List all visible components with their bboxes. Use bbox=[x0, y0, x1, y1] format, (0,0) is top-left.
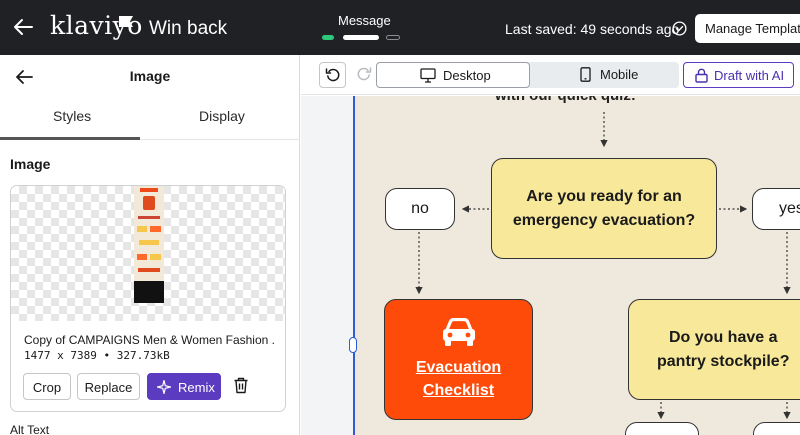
step-progress bbox=[322, 35, 402, 41]
email-image-block[interactable]: with our quick quiz: no Are you ready fo… bbox=[355, 96, 800, 435]
redo-icon[interactable] bbox=[356, 66, 372, 82]
remix-button[interactable]: Remix bbox=[147, 373, 221, 400]
tab-display[interactable]: Display bbox=[199, 108, 245, 124]
properties-sidebar: Image Styles Display Image Copy of CAMPA… bbox=[0, 55, 300, 435]
desktop-view-button[interactable]: Desktop bbox=[376, 62, 530, 88]
manage-template-button[interactable]: Manage Template bbox=[695, 14, 800, 43]
remix-label: Remix bbox=[178, 380, 215, 395]
view-toggle: Desktop Mobile bbox=[376, 62, 679, 88]
undo-icon bbox=[325, 68, 340, 82]
canvas-toolbar: Desktop Mobile Draft with AI bbox=[301, 55, 800, 95]
section-title-image: Image bbox=[10, 156, 51, 172]
mobile-label: Mobile bbox=[600, 67, 639, 82]
phone-icon bbox=[580, 67, 591, 82]
evacuation-checklist-link[interactable]: Evacuation Checklist bbox=[384, 299, 533, 420]
pantry-question-line1: Do you have a bbox=[669, 328, 778, 346]
undo-button[interactable] bbox=[319, 62, 346, 88]
back-arrow-icon[interactable] bbox=[12, 16, 34, 38]
save-status: Last saved: 49 seconds ago bbox=[505, 21, 680, 37]
image-preview[interactable] bbox=[11, 186, 285, 321]
flow-node-bottom-left bbox=[625, 422, 699, 435]
flow-node-question-pantry: Do you have a pantry stockpile? bbox=[628, 299, 800, 400]
selection-edge bbox=[353, 96, 355, 435]
desktop-label: Desktop bbox=[443, 68, 491, 83]
alt-text-label: Alt Text bbox=[10, 423, 50, 435]
top-bar: klaviyo Win back Message Last saved: 49 … bbox=[0, 0, 800, 55]
car-icon bbox=[442, 317, 475, 346]
file-name: Copy of CAMPAIGNS Men & Women Fashion ..… bbox=[24, 333, 276, 347]
pantry-question-line2: pantry stockpile? bbox=[657, 352, 790, 370]
flow-node-bottom-right bbox=[753, 422, 800, 435]
quiz-intro-text: with our quick quiz: bbox=[495, 96, 795, 104]
sparkle-icon bbox=[157, 380, 171, 394]
step-label: Message bbox=[338, 13, 391, 28]
trash-icon[interactable] bbox=[233, 377, 249, 394]
crop-button[interactable]: Crop bbox=[23, 373, 71, 400]
replace-button[interactable]: Replace bbox=[77, 373, 140, 400]
file-meta: 1477 x 7389 • 327.73kB bbox=[24, 349, 170, 362]
flow-node-no: no bbox=[385, 188, 455, 230]
flow-node-yes: yes bbox=[752, 188, 800, 230]
email-canvas: with our quick quiz: no Are you ready fo… bbox=[301, 96, 800, 435]
klaviyo-flag-icon bbox=[119, 16, 133, 27]
evacuation-checklist-line2: Checklist bbox=[422, 381, 495, 399]
panel-title: Image bbox=[129, 68, 171, 84]
tab-styles[interactable]: Styles bbox=[53, 108, 92, 124]
image-card: Copy of CAMPAIGNS Men & Women Fashion ..… bbox=[10, 185, 286, 412]
resize-handle[interactable] bbox=[349, 337, 357, 353]
draft-with-ai-label: Draft with AI bbox=[714, 68, 785, 83]
draft-with-ai-button[interactable]: Draft with AI bbox=[683, 62, 794, 88]
panel-tabs: Styles Display bbox=[0, 100, 300, 140]
evacuation-checklist-line1: Evacuation bbox=[415, 358, 502, 376]
step-indicator-done[interactable] bbox=[322, 35, 334, 40]
mobile-view-button[interactable]: Mobile bbox=[530, 62, 679, 88]
flow-node-question-evacuation: Are you ready for an emergency evacuatio… bbox=[491, 158, 717, 259]
step-indicator-current[interactable] bbox=[343, 35, 379, 40]
campaign-title[interactable]: Win back bbox=[149, 18, 228, 39]
back-arrow-icon[interactable] bbox=[14, 67, 34, 87]
monitor-icon bbox=[420, 68, 436, 83]
active-tab-indicator bbox=[0, 137, 140, 140]
step-indicator-next[interactable] bbox=[386, 35, 400, 40]
flowchart-connectors bbox=[415, 112, 791, 420]
lock-icon bbox=[695, 68, 708, 83]
image-thumbnail bbox=[134, 186, 164, 303]
check-circle-icon bbox=[672, 21, 687, 36]
